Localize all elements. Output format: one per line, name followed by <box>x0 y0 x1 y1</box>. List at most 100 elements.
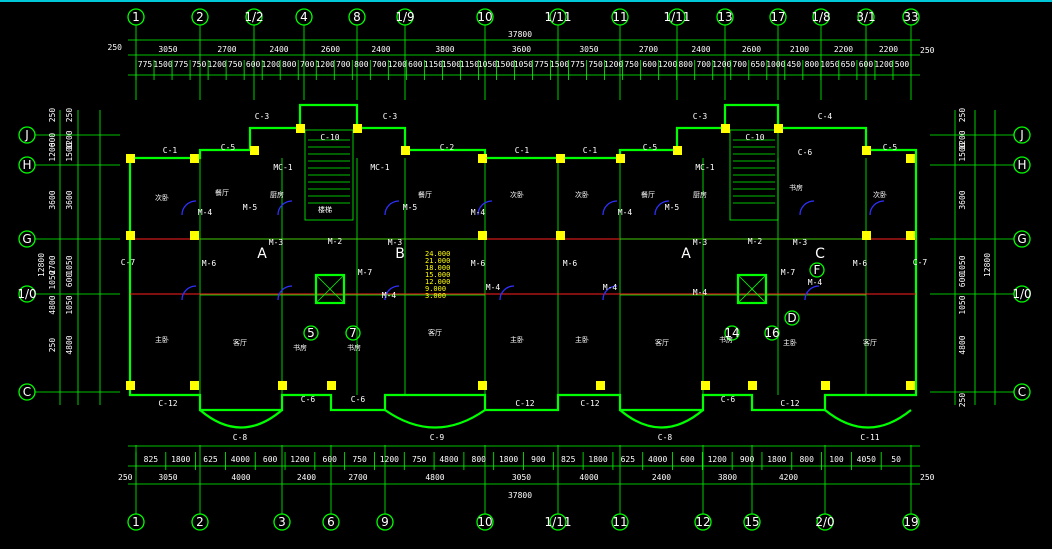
section-letter: B <box>395 246 405 262</box>
margin-dim: 250 <box>118 473 133 482</box>
axis-label: 2 <box>196 10 204 24</box>
dim-value: 1050 <box>478 60 497 69</box>
overall-dim: 37800 <box>508 491 532 500</box>
room-label: 楼梯 <box>318 205 332 214</box>
axis-circle <box>476 8 494 26</box>
door-label: M-6 <box>853 259 868 268</box>
dim-value: 4050 <box>857 455 876 464</box>
door-swing <box>277 285 293 301</box>
dim-value: 2400 <box>371 45 390 54</box>
axis-label: 12 <box>695 515 710 529</box>
callout-circle <box>784 310 800 326</box>
axis-circle <box>396 8 414 26</box>
callout-label: D <box>787 311 796 325</box>
door-label: M-4 <box>603 283 618 292</box>
axis-label: 1 <box>132 10 140 24</box>
dim-value: 2700 <box>348 473 367 482</box>
structural-column <box>478 231 487 240</box>
axis-circle <box>902 8 920 26</box>
dim-value: 750 <box>228 60 243 69</box>
dim-value: 3800 <box>718 473 737 482</box>
door-label: MC-1 <box>370 163 389 172</box>
dim-value: 625 <box>621 455 636 464</box>
dim-value: 1150 <box>460 60 479 69</box>
axis-label: 3 <box>278 515 286 529</box>
door-swing <box>181 200 197 216</box>
dim-value: 700 <box>336 60 351 69</box>
dim-value: 775 <box>174 60 189 69</box>
structural-column <box>353 124 362 133</box>
axis-circle <box>127 513 145 531</box>
dim-value: 625 <box>203 455 218 464</box>
room-label: 书房 <box>719 335 733 344</box>
axis-circle <box>322 513 340 531</box>
window-label: C-12 <box>780 399 799 408</box>
structural-column <box>126 154 135 163</box>
dim-value: 3600 <box>512 45 531 54</box>
window-label: C-8 <box>233 433 248 442</box>
room-label: 书房 <box>347 343 361 352</box>
dim-value: 2700 <box>48 255 57 274</box>
door-label: M-5 <box>665 203 680 212</box>
dim-value: 600 <box>958 273 967 288</box>
axis-label: 10 <box>477 10 492 24</box>
left-axis-bubble: H <box>18 156 36 174</box>
dim-value: 4800 <box>48 295 57 314</box>
dim-value: 3600 <box>48 190 57 209</box>
left-axis-bubble: J <box>18 126 36 144</box>
room-label: 次卧 <box>575 190 589 199</box>
callout-bubble: 7 <box>345 325 361 341</box>
axis-label: 1/9 <box>395 10 414 24</box>
dim-value: 700 <box>300 60 315 69</box>
dim-value: 250 <box>48 338 57 353</box>
axis-circle <box>273 513 291 531</box>
callout-bubble: 14 <box>724 325 740 341</box>
structural-column <box>596 381 605 390</box>
axis-circle <box>812 8 830 26</box>
left-axis-bubble: 1/0 <box>17 285 37 303</box>
top-axis-bubble: 10 <box>476 8 494 26</box>
bottom-axis-bubble: 9 <box>376 513 394 531</box>
structural-column <box>906 154 915 163</box>
axis-circle <box>245 8 263 26</box>
door-label: M-6 <box>471 259 486 268</box>
axis-label: H <box>1017 158 1026 172</box>
dim-value: 800 <box>282 60 297 69</box>
bottom-axis-bubble: 2 <box>191 513 209 531</box>
door-swing <box>384 285 400 301</box>
left-axis-bubble: G <box>18 230 36 248</box>
window-label: C-5 <box>643 143 658 152</box>
bottom-axis-bubble: 15 <box>743 513 761 531</box>
window-label: C-6 <box>721 395 736 404</box>
dim-value: 4800 <box>425 473 444 482</box>
top-axis-bubble: 1/8 <box>811 8 831 26</box>
callout-bubble: 5 <box>303 325 319 341</box>
structural-column <box>190 154 199 163</box>
overall-dim-vertical: 12800 <box>983 253 992 277</box>
dim-value: 4000 <box>579 473 598 482</box>
dim-value: 3050 <box>158 473 177 482</box>
window-label: C-7 <box>913 258 928 267</box>
dim-value: 800 <box>678 60 693 69</box>
dim-value: 4000 <box>231 473 250 482</box>
dim-value: 250 <box>48 108 57 123</box>
callout-label: F <box>814 263 821 277</box>
overall-dim: 37800 <box>508 30 532 39</box>
axis-label: G <box>1017 232 1026 246</box>
structural-column <box>721 124 730 133</box>
door-label: M-2 <box>748 237 763 246</box>
axis-label: J <box>1019 128 1024 142</box>
top-axis-bubble: 1/9 <box>395 8 415 26</box>
axis-label: 1/8 <box>811 10 830 24</box>
dim-value: 1200 <box>316 60 335 69</box>
axis-circle <box>611 8 629 26</box>
dim-value: 1500 <box>496 60 515 69</box>
overall-dim-vertical: 12800 <box>37 253 46 277</box>
dim-value: 1500 <box>550 60 569 69</box>
dim-value: 600 <box>246 60 261 69</box>
axis-circle <box>816 513 834 531</box>
door-label: M-4 <box>382 291 397 300</box>
door-swing <box>384 200 400 216</box>
